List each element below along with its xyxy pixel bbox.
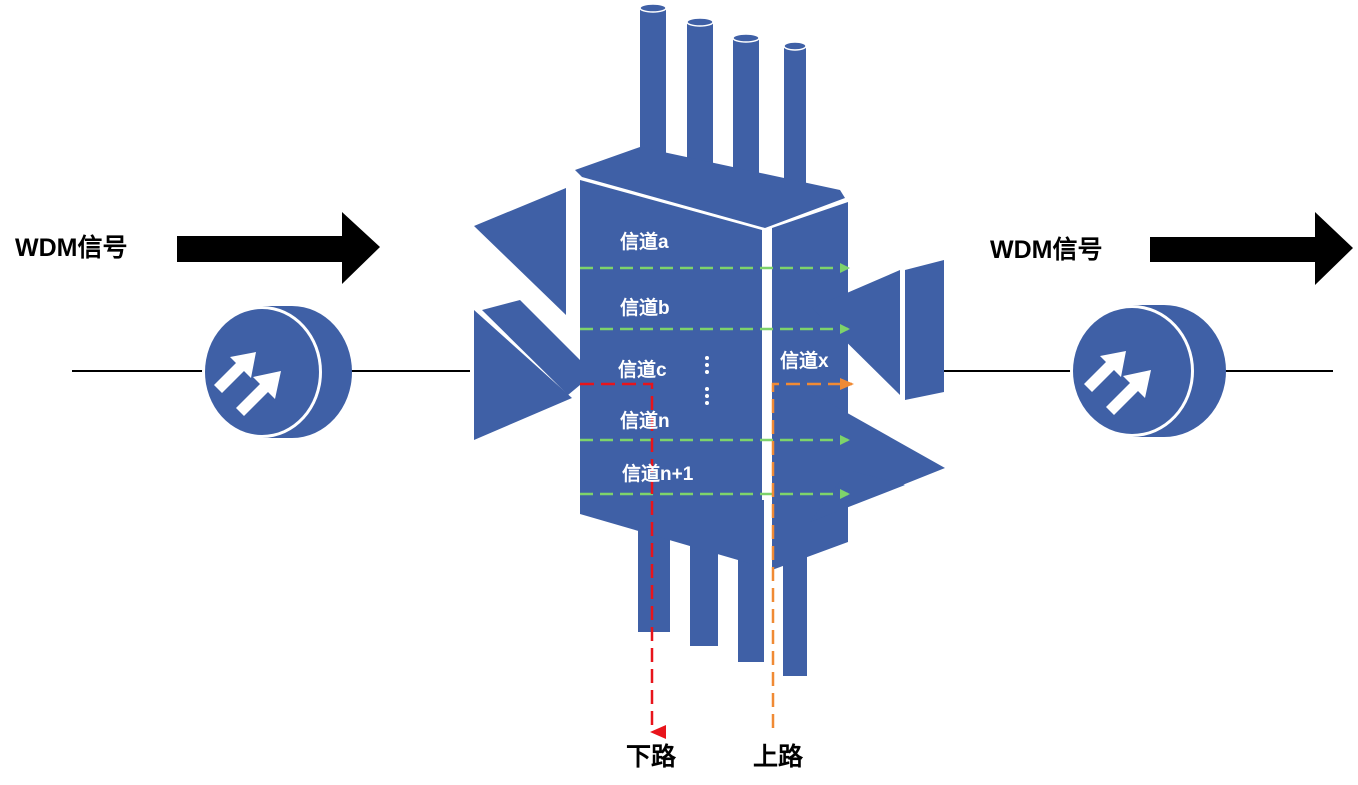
channel-x-label: 信道x xyxy=(780,349,829,372)
left-upper-prism xyxy=(474,188,566,315)
input-amplifier-icon xyxy=(202,306,352,438)
drop-label: 下路 xyxy=(626,742,677,771)
channel-c-label: 信道c xyxy=(618,358,667,381)
channel-ellipsis xyxy=(705,356,709,405)
right-upper-block xyxy=(905,260,944,400)
through-paths xyxy=(580,263,850,499)
add-label: 上路 xyxy=(753,742,804,771)
wdm-output-label: WDM信号 xyxy=(990,236,1102,264)
channel-n-label: 信道n xyxy=(620,409,670,432)
left-lower-prism xyxy=(474,310,572,440)
device-top-face xyxy=(575,147,845,228)
wdm-input-label: WDM信号 xyxy=(15,234,127,262)
input-arrow-icon xyxy=(177,212,380,284)
output-arrow-icon xyxy=(1150,212,1353,285)
channel-b-label: 信道b xyxy=(620,296,670,319)
channel-a-label: 信道a xyxy=(620,230,669,253)
output-amplifier-icon xyxy=(1070,305,1226,437)
top-pipes xyxy=(639,3,807,186)
right-upper-prism xyxy=(812,270,900,395)
add-path xyxy=(771,378,854,728)
drop-path xyxy=(580,382,666,739)
oadm-device xyxy=(474,3,945,676)
channel-n1-label: 信道n+1 xyxy=(622,462,694,485)
left-mid-wedge xyxy=(482,300,580,395)
device-front-face xyxy=(580,180,762,567)
right-lower-wedge xyxy=(810,470,905,522)
